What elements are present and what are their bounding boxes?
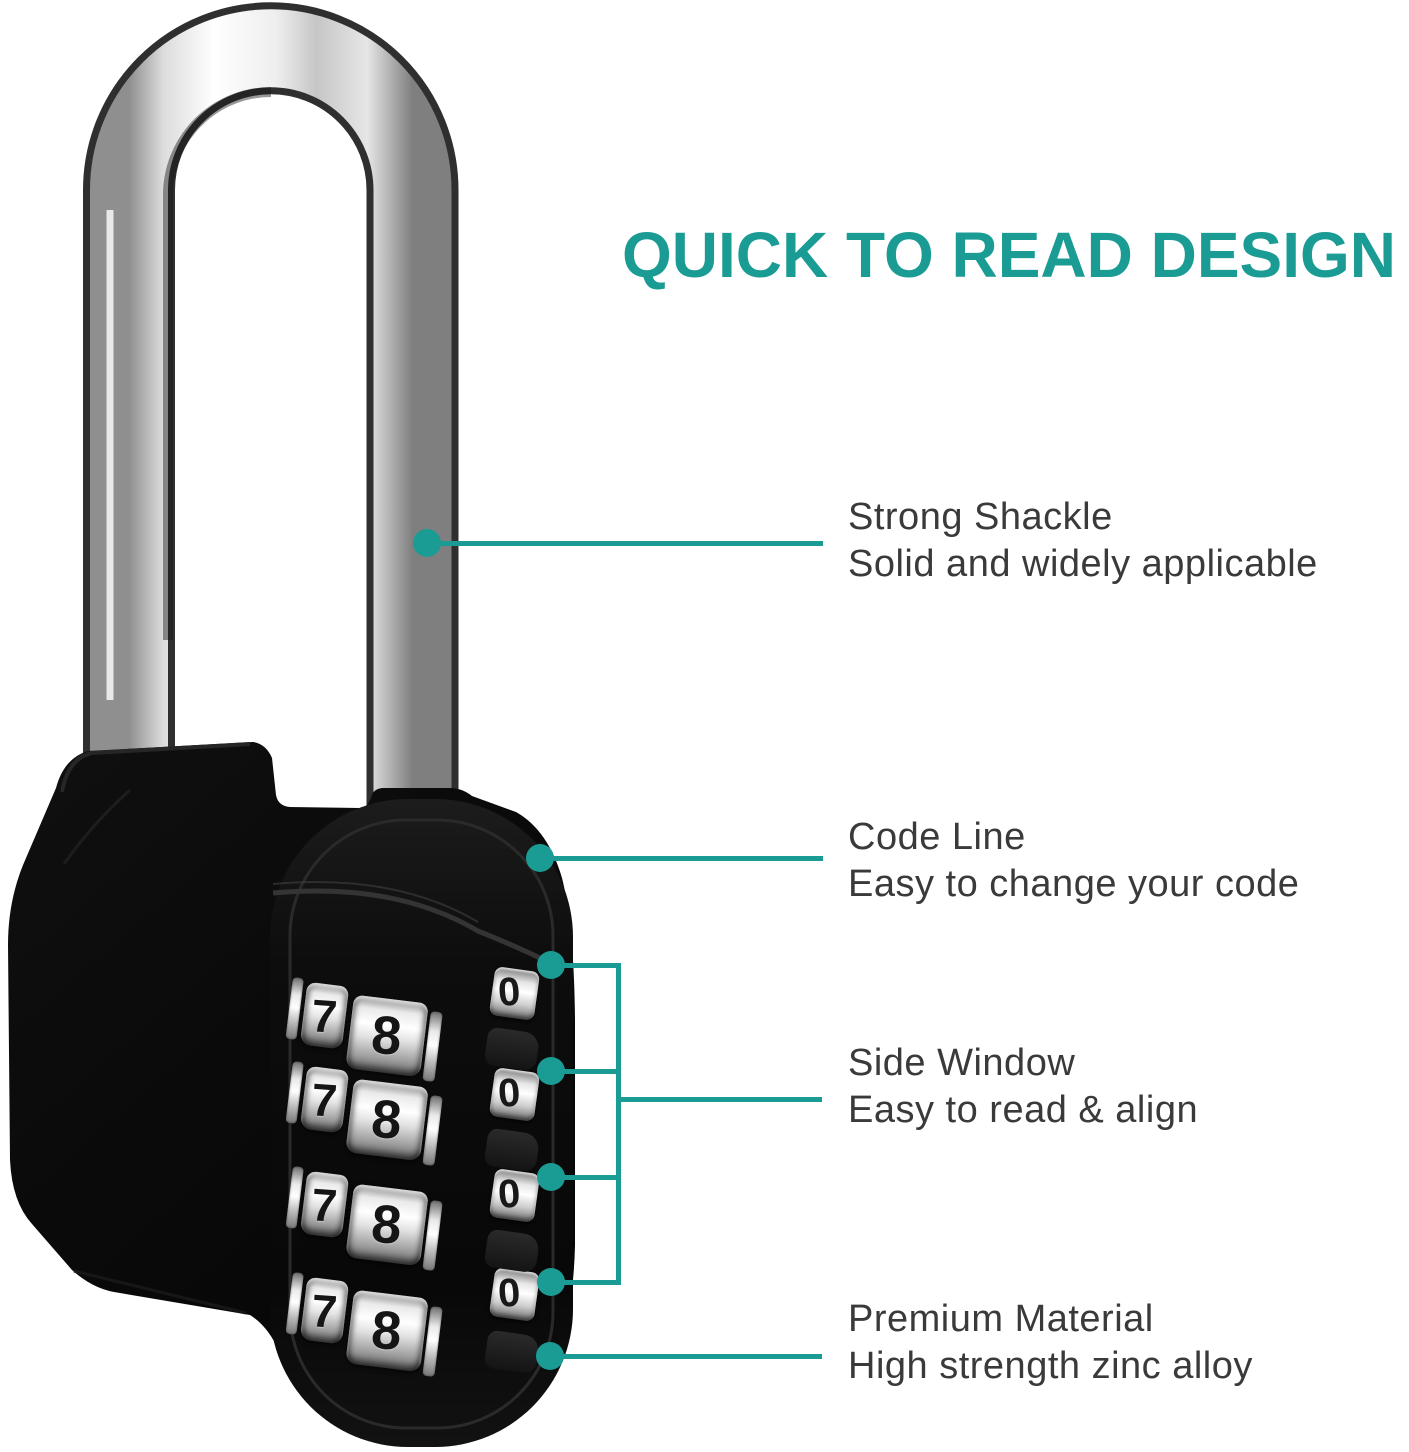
annotation-description: High strength zinc alloy [848,1345,1253,1387]
annotation-heading: Strong Shackle [848,496,1113,538]
side-window: 0 [488,966,541,1021]
callout-stub-window-1 [551,963,621,968]
dial-digit: 8 [369,1004,405,1067]
dial-row: 7 8 [281,1272,451,1386]
callout-line-shackle [427,541,823,546]
callout-stub-window-4 [551,1280,621,1285]
annotation-premium-material: Premium Material High strength zinc allo… [848,1296,1253,1390]
annotation-heading: Side Window [848,1042,1076,1084]
dial-digit: 8 [369,1299,405,1362]
dial-digit: 7 [309,1283,340,1338]
callout-line-codeline [540,856,823,861]
annotation-side-window: Side Window Easy to read & align [848,1040,1198,1134]
callout-line-window [616,1097,822,1102]
combination-dial: 8 [345,1289,429,1373]
combination-dial: 8 [345,994,429,1078]
page-title: QUICK TO READ DESIGN [622,219,1396,291]
annotation-heading: Premium Material [848,1298,1154,1340]
combination-dial: 8 [345,1078,429,1162]
callout-line-material [551,1354,822,1359]
combination-dial: 7 [299,1170,350,1239]
callout-dot-window-2 [537,1057,565,1085]
annotation-description: Easy to change your code [848,863,1300,905]
callout-dot-window-1 [537,951,565,979]
annotation-description: Solid and widely applicable [848,543,1318,585]
side-window: 0 [488,1067,541,1122]
dial-row: 7 8 [281,1061,451,1175]
callout-dot-material [536,1342,564,1370]
side-window-digit: 0 [496,1070,522,1116]
combination-dial: 7 [299,1065,350,1134]
callout-stub-window-2 [551,1069,621,1074]
dial-row: 7 8 [281,1166,451,1280]
side-window: 0 [488,1168,541,1223]
dial-digit: 7 [309,1072,340,1127]
combination-dial: 8 [345,1183,429,1267]
shackle [83,2,459,845]
side-window-digit: 0 [496,1270,522,1316]
callout-dot-shackle [413,529,441,557]
annotation-heading: Code Line [848,816,1026,858]
annotation-description: Easy to read & align [848,1089,1199,1131]
annotation-code-line: Code Line Easy to change your code [848,814,1299,908]
dial-digit: 8 [369,1193,405,1256]
callout-bracket-window [616,963,621,1285]
callout-dot-codeline [526,844,554,872]
callout-dot-window-4 [537,1268,565,1296]
callout-dot-window-3 [537,1163,565,1191]
dial-digit: 8 [369,1088,405,1151]
combination-dial: 7 [299,981,350,1050]
combination-dial: 7 [299,1276,350,1345]
side-window: 0 [488,1267,541,1322]
annotation-strong-shackle: Strong Shackle Solid and widely applicab… [848,494,1318,588]
side-window-digit: 0 [496,969,522,1015]
side-window-digit: 0 [496,1171,522,1217]
dial-digit: 7 [309,1177,340,1232]
dial-digit: 7 [309,988,340,1043]
callout-stub-window-3 [551,1175,621,1180]
